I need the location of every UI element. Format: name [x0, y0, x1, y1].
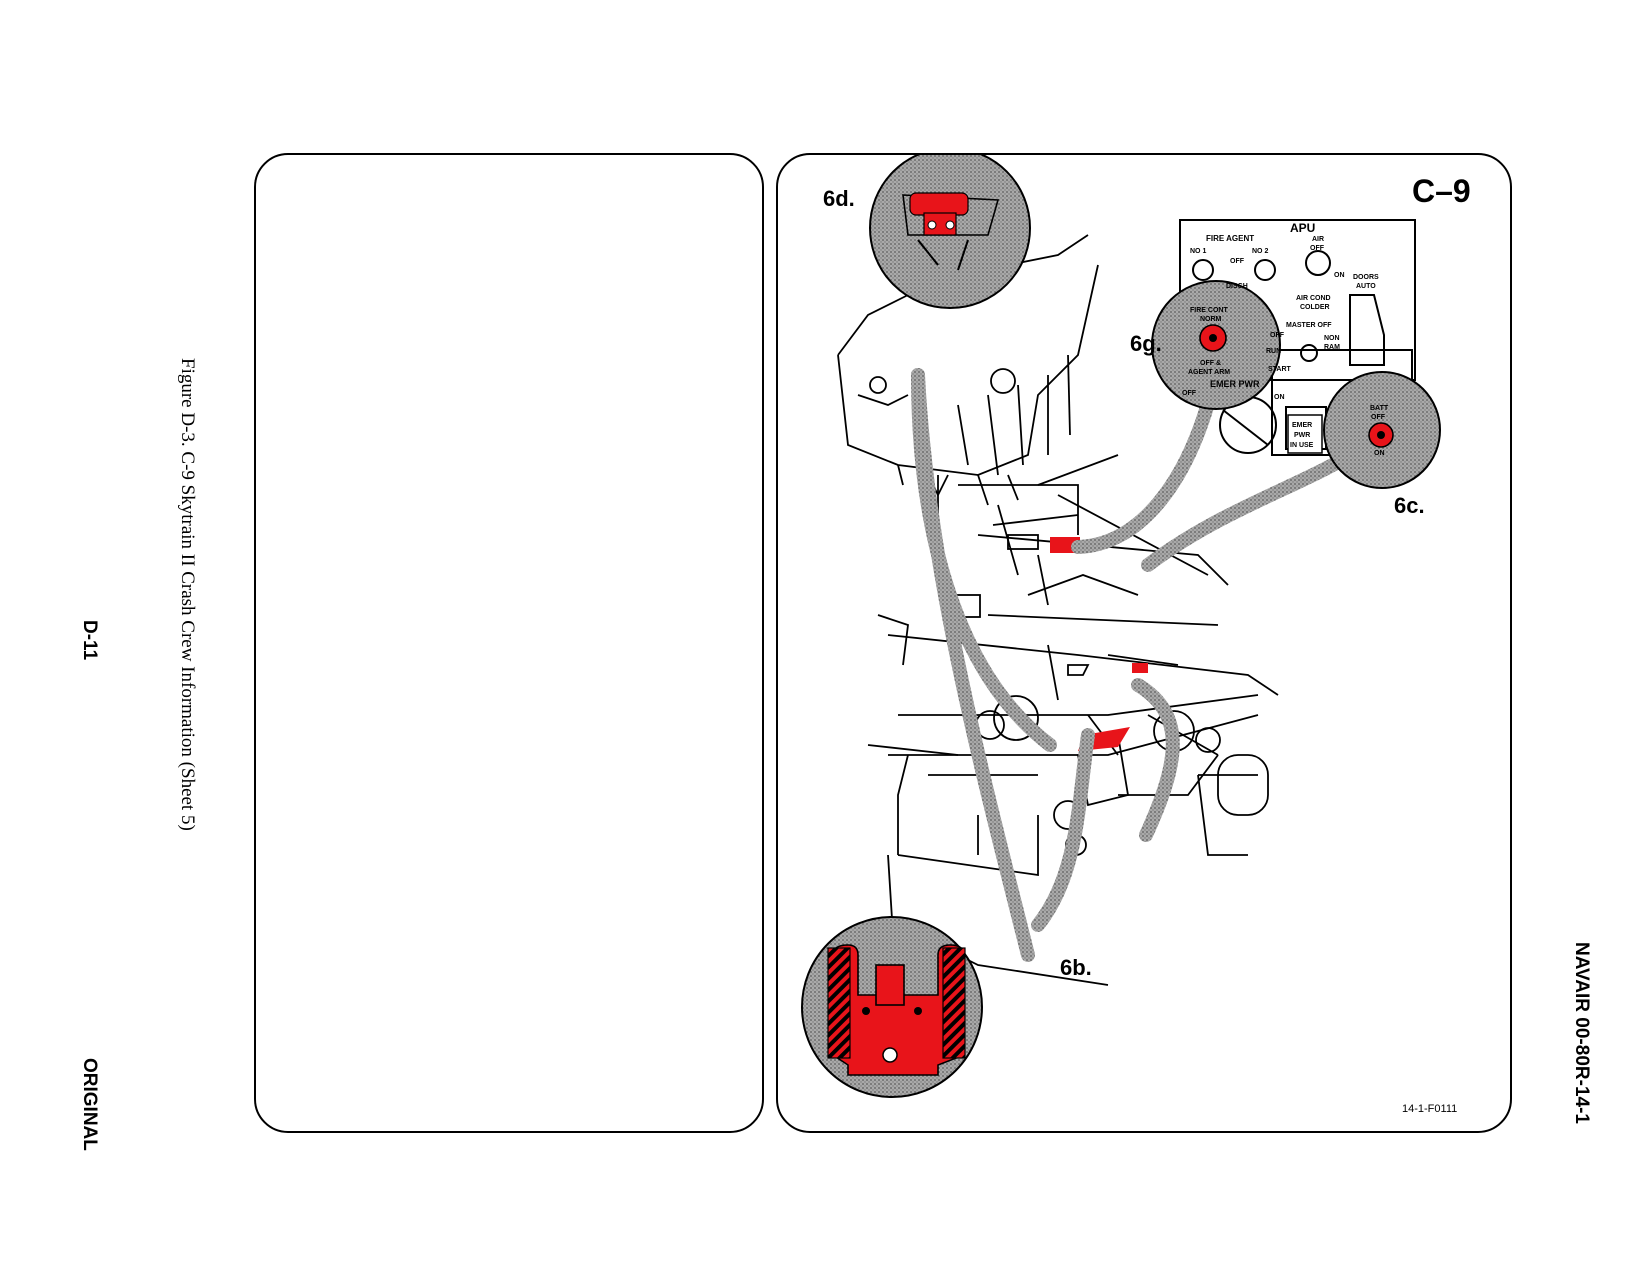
- apu-line-art: [837, 234, 1099, 506]
- air-cond-label: AIR COND: [1296, 295, 1331, 302]
- cockpit-line-art: [867, 454, 1279, 986]
- emer-pwr-label: EMER PWR: [1210, 379, 1260, 389]
- page-number: D-11: [79, 620, 100, 661]
- off-and-label: OFF &: [1200, 360, 1221, 367]
- batt-label: BATT: [1370, 405, 1389, 412]
- no2-label: NO 2: [1252, 248, 1268, 255]
- callout-6g: 6g.: [1130, 331, 1162, 356]
- fire-agent-label: FIRE AGENT: [1206, 234, 1254, 243]
- emer-label: EMER: [1292, 422, 1312, 429]
- batt-on-label: ON: [1374, 450, 1385, 457]
- callout-6b: 6b.: [1060, 955, 1092, 980]
- cockpit-illustration: APU FIRE AGENT NO 1 NO 2 OFF DISCH AIR O…: [801, 155, 1441, 1098]
- doors-label: DOORS: [1353, 274, 1379, 281]
- colder-label: COLDER: [1300, 304, 1330, 311]
- leader-bands: [911, 368, 1373, 962]
- air-on-label: ON: [1334, 272, 1345, 279]
- blank-panel: [254, 153, 764, 1133]
- agent-arm-label: AGENT ARM: [1188, 369, 1230, 376]
- emer-on-label: ON: [1274, 394, 1285, 401]
- batt-panel-labels: BATT OFF ON EMER PWR IN USE: [1290, 405, 1389, 457]
- crash-crew-diagram-panel: APU FIRE AGENT NO 1 NO 2 OFF DISCH AIR O…: [776, 153, 1512, 1133]
- callout-6c-magnifier: [1287, 371, 1441, 489]
- pwr-label: PWR: [1294, 432, 1310, 439]
- fire-cont-off-label: OFF: [1270, 332, 1285, 339]
- apu-title: APU: [1290, 221, 1315, 235]
- figure-caption: Figure D-3. C-9 Skytrain II Crash Crew I…: [177, 358, 198, 831]
- callout-6b-magnifier: [801, 916, 983, 1098]
- in-use-label: IN USE: [1290, 442, 1314, 449]
- callout-6g-magnifier: [1151, 280, 1281, 410]
- norm-label: NORM: [1200, 316, 1222, 323]
- fire-cont-label: FIRE CONT: [1190, 307, 1228, 314]
- status-label: ORIGINAL: [79, 1058, 100, 1151]
- emer-off-label: OFF: [1182, 390, 1197, 397]
- ram-label: RAM: [1324, 344, 1340, 351]
- callout-6c: 6c.: [1394, 493, 1425, 518]
- apu-panel-labels: APU FIRE AGENT NO 1 NO 2 OFF DISCH AIR O…: [1182, 221, 1379, 401]
- air-label: AIR: [1312, 236, 1324, 243]
- auto-label: AUTO: [1356, 283, 1376, 290]
- non-label: NON: [1324, 335, 1340, 342]
- figure-code: 14-1-F0111: [1402, 1103, 1458, 1115]
- aircraft-label: C–9: [1412, 173, 1471, 209]
- batt-off-label: OFF: [1371, 414, 1386, 421]
- air-off-label: OFF: [1310, 245, 1325, 252]
- callout-6d-magnifier: [869, 155, 1031, 309]
- fire-agent-off-label: OFF: [1230, 258, 1245, 265]
- no1-label: NO 1: [1190, 248, 1206, 255]
- start-label: START: [1268, 366, 1292, 373]
- disch-label: DISCH: [1226, 283, 1248, 290]
- run-label: RUN: [1266, 348, 1281, 355]
- document-number: NAVAIR 00-80R-14-1: [1571, 942, 1592, 1124]
- callout-6d: 6d.: [823, 186, 855, 211]
- overhead-highlight: [1132, 663, 1148, 673]
- master-off-label: MASTER OFF: [1286, 322, 1332, 329]
